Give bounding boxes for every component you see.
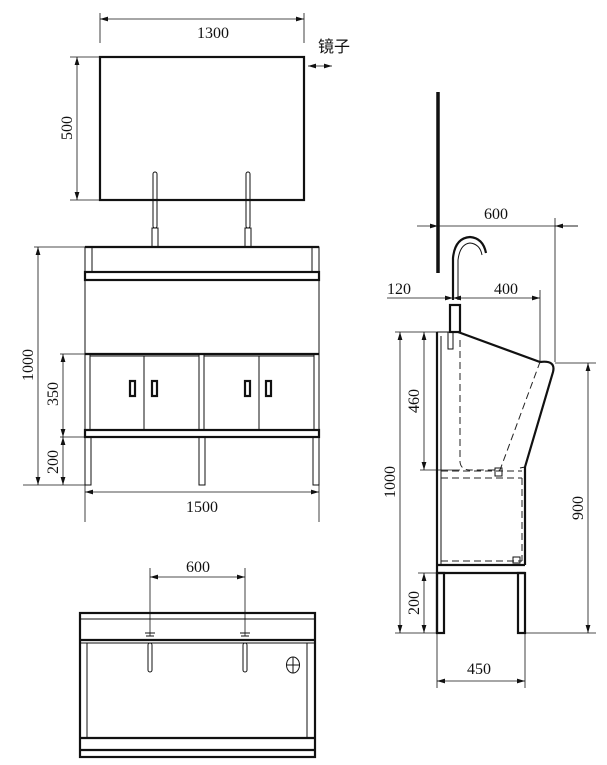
faucet-side [448,235,488,334]
basin-height-label: 460 [406,389,423,413]
mirror-width-dimension: 1300 [99,13,305,43]
side-view: 600 120 400 [382,92,596,688]
cabinet-height-dimension: 350 200 [45,353,85,485]
mirror [98,55,306,202]
front-height-dimension: 900 [525,362,596,634]
faucet-offset-label: 120 [387,281,411,298]
faucet-spacing-dimension: 600 [149,559,246,636]
mirror-callout: 镜子 [308,37,350,69]
drain-icon [286,656,300,674]
leg [84,436,92,486]
door-handle [264,379,273,398]
depth-dimension: 450 [436,633,526,688]
leg [516,571,527,635]
mirror-label: 镜子 [318,37,350,56]
faucet-right [244,171,252,248]
mirror-depth-label: 600 [484,206,508,223]
total-height-label: 1000 [20,349,37,381]
front-height-label: 900 [570,496,587,520]
front-view: 1300 镜子 500 [20,13,350,522]
basin-depth-label: 400 [494,281,518,298]
side-total-height-dimension: 1000 [382,331,437,634]
basin-height-dimension: 460 [406,332,460,471]
door-handle [128,379,137,398]
door-handle [243,379,252,398]
cabinet-height-label: 350 [45,382,62,406]
faucet-offset-dimension: 120 400 [387,281,541,362]
leg-height-label: 200 [45,450,62,474]
mirror-height-label: 500 [59,116,76,140]
depth-label: 450 [467,661,491,678]
faucet-left [151,171,159,248]
faucet-slot [240,632,250,673]
mirror-height-dimension: 500 [59,56,100,201]
top-view: 600 [78,559,317,759]
sink-cabinet-front [83,245,321,486]
side-leg-height-dimension: 200 [406,572,437,633]
total-height-dimension: 1000 [20,246,85,486]
leg [312,436,320,486]
faucet-spacing-label: 600 [186,559,210,576]
total-width-dimension: 1500 [84,485,320,522]
sink-top [78,611,317,759]
faucet-slot [145,632,155,673]
leg [435,571,446,635]
mirror-depth-dimension: 600 [417,206,578,362]
door-handle [150,379,159,398]
side-leg-height-label: 200 [406,591,423,615]
total-width-label: 1500 [186,499,218,516]
side-total-height-label: 1000 [382,466,399,498]
door [258,355,315,431]
sink-cabinet-side [435,330,555,635]
mirror-width-label: 1300 [197,25,229,42]
leg [198,436,206,486]
